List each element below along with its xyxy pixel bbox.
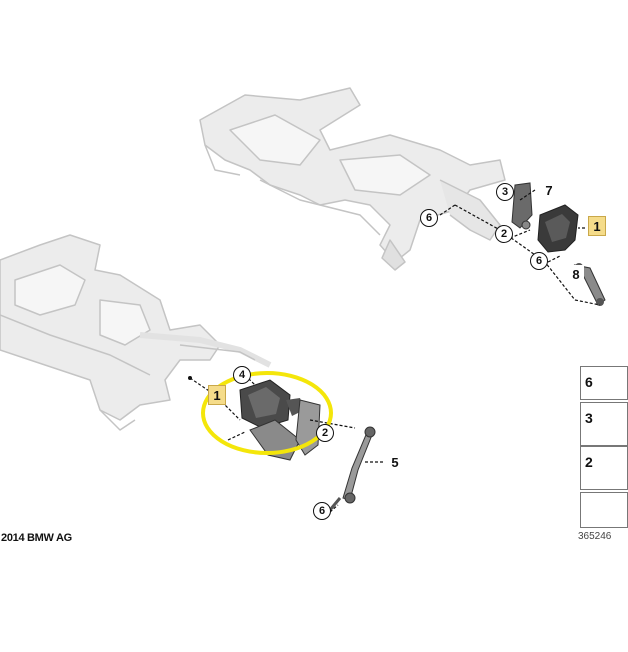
callout-rear-6b: 6 <box>530 252 548 270</box>
rear-subframe <box>199 87 506 271</box>
callout-rear-7: 7 <box>541 181 557 199</box>
rear-leader-lines <box>439 189 601 306</box>
front-subframe <box>0 234 272 431</box>
reference-number: 365246 <box>578 531 612 542</box>
callout-rear-1: 1 <box>588 216 606 236</box>
legend-row-arrow <box>580 492 628 528</box>
callout-rear-6a: 6 <box>420 209 438 227</box>
callout-front-5: 5 <box>387 453 403 471</box>
callout-front-4: 4 <box>233 366 251 384</box>
legend-row-2: 2 <box>580 446 628 490</box>
legend-number: 3 <box>585 410 593 426</box>
legend-number: 6 <box>585 374 593 390</box>
callout-rear-2: 2 <box>495 225 513 243</box>
callout-front-6: 6 <box>313 502 331 520</box>
copyright-text: 2014 BMW AG <box>1 532 72 544</box>
callout-rear-8: 8 <box>568 265 584 283</box>
legend-row-3: 3 <box>580 402 628 446</box>
leader-dot <box>188 376 192 380</box>
callout-front-2: 2 <box>316 424 334 442</box>
legend-number: 2 <box>585 454 593 470</box>
rear-level-sensor <box>511 182 606 306</box>
highlight-ellipse <box>201 371 333 455</box>
legend-row-6: 6 <box>580 366 628 400</box>
callout-front-1: 1 <box>208 385 226 405</box>
callout-rear-3: 3 <box>496 183 514 201</box>
